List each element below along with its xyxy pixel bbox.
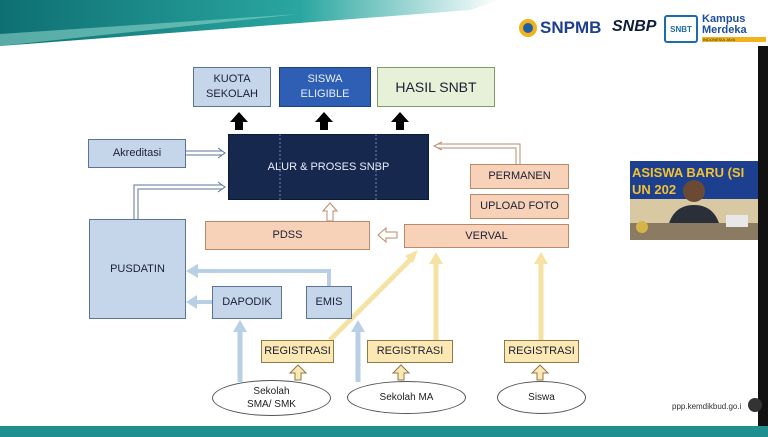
sekolah-ma-label: Sekolah MA [379,392,434,403]
akreditasi-label: Akreditasi [112,147,162,160]
side-video-panel: ASISWA BARU (SI UN 202 [630,161,758,240]
pusdatin-label: PUSDATIN [110,262,165,275]
footer-play-icon [748,398,762,412]
hasil-snbt-box: HASIL SNBT [377,67,495,107]
pdss-label: PDSS [272,229,303,242]
sekolah-ma-node: Sekolah MA [347,381,466,414]
alur-proses-snbp-box: ALUR & PROSES SNBP [228,134,429,200]
verval-box: VERVAL [404,224,569,248]
registrasi-label-sma: REGISTRASI [264,345,331,358]
sekolah-sma-smk-line2: SMA/ SMK [247,399,296,410]
bottom-strip [0,426,768,437]
kampus-merdeka-logo: Kampus Merdeka INDONESIA JAYA [702,14,766,42]
akreditasi-box: Akreditasi [88,139,186,168]
siswa-eligible-box: SISWA ELIGIBLE [279,67,371,107]
presenter-figure [630,180,758,240]
header-band: SNPMB SNBP SNBT Kampus Merdeka INDONESIA… [0,0,768,46]
snpmb-logo: SNPMB [540,18,602,37]
right-edge-strip [758,46,768,437]
siswa-node: Siswa [497,381,586,414]
dapodik-box: DAPODIK [212,286,282,319]
siswa-label: Siswa [528,392,555,403]
registrasi-label-siswa: REGISTRASI [508,345,575,358]
kuota-sekolah-box: KUOTA SEKOLAH [193,67,271,107]
kuota-sekolah-label: KUOTA SEKOLAH [206,73,258,100]
header-decoration [0,0,500,46]
footer-url: ppp.kemdikbud.go.i [672,402,742,411]
alur-box-dividers [279,134,377,200]
permanen-label: PERMANEN [488,170,551,183]
registrasi-label-ma: REGISTRASI [376,345,444,358]
siswa-eligible-label: SISWA ELIGIBLE [300,73,350,100]
video-caption-line2: UN 202 [632,182,677,197]
registrasi-box-sma: REGISTRASI [261,340,334,363]
emis-box: EMIS [306,286,352,319]
snbp-logo: SNBP [612,18,657,35]
registrasi-box-siswa: REGISTRASI [504,340,579,363]
sekolah-sma-smk-line1: Sekolah [253,386,290,397]
hasil-snbt-label: HASIL SNBT [395,78,477,95]
pdss-box: PDSS [205,221,370,250]
upload-foto-box: UPLOAD FOTO [470,194,569,219]
pusdatin-box: PUSDATIN [89,219,186,319]
registrasi-box-ma: REGISTRASI [367,340,453,363]
snpmb-logo-icon [519,19,537,37]
alur-proses-snbp-label: ALUR & PROSES SNBP [267,160,390,173]
verval-label: VERVAL [465,229,508,242]
emis-label: EMIS [315,296,343,309]
permanen-box: PERMANEN [470,164,569,189]
sekolah-sma-smk-node: Sekolah SMA/ SMK [212,380,331,416]
upload-foto-label: UPLOAD FOTO [480,200,559,213]
video-caption-line1: ASISWA BARU (SI [632,165,745,180]
snbt-logo: SNBT [664,15,698,43]
dapodik-label: DAPODIK [222,296,272,309]
